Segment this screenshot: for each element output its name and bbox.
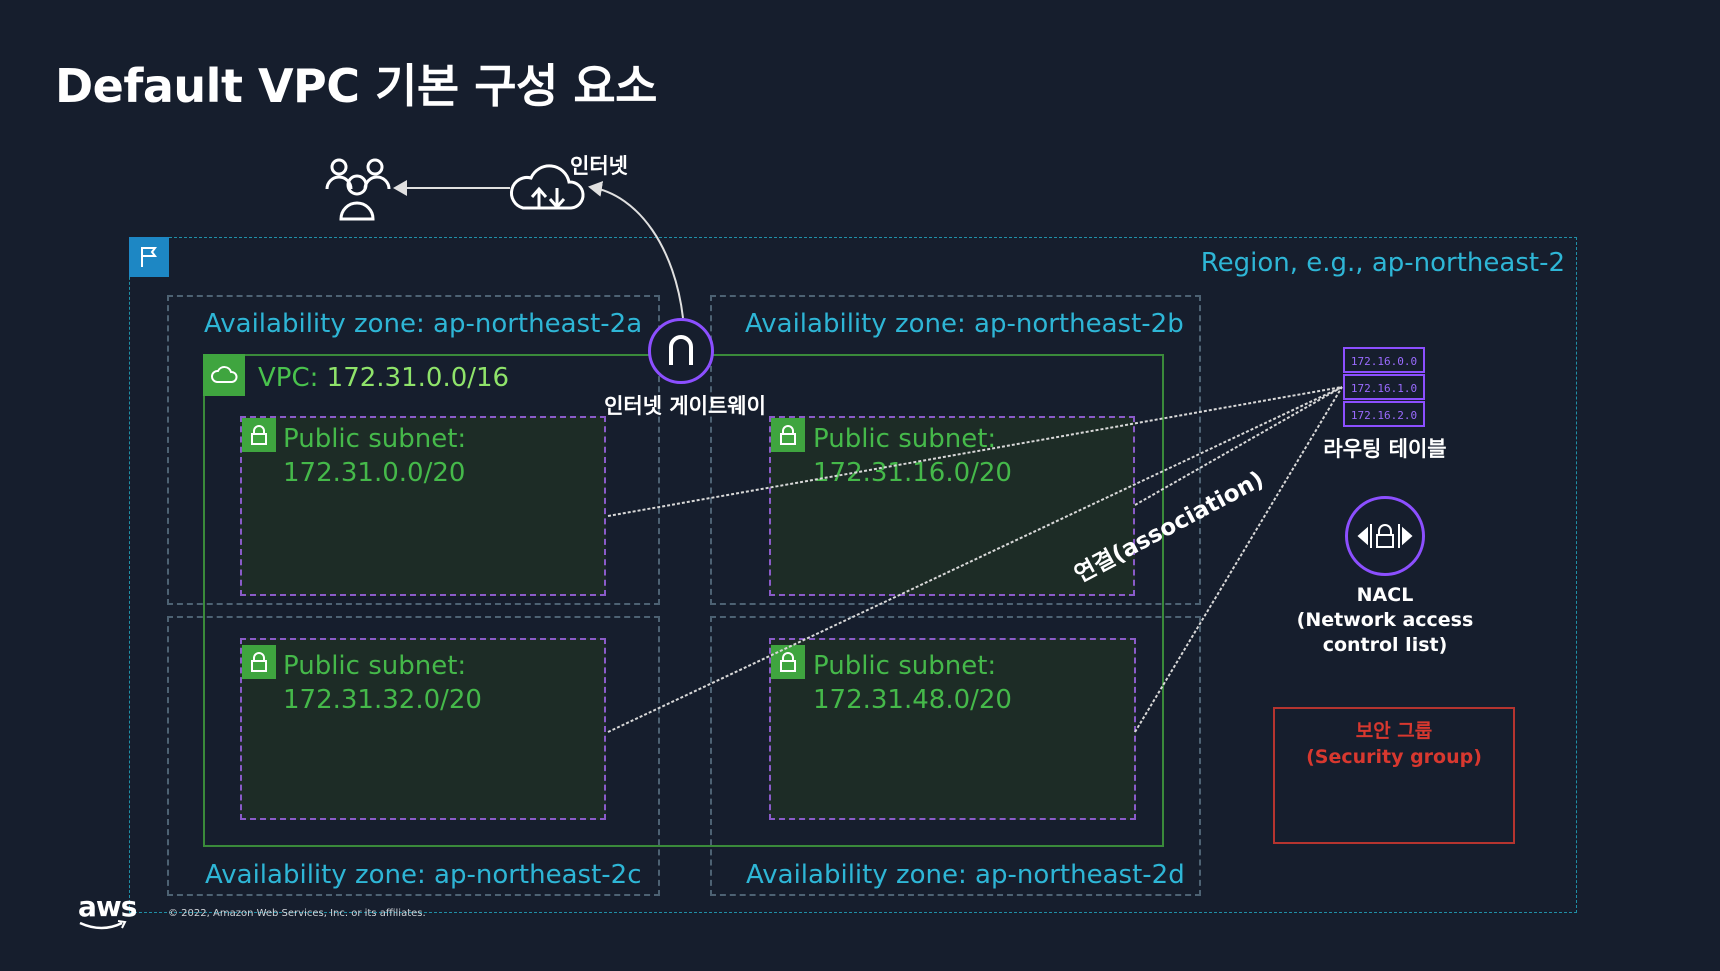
az-label-2a: Availability zone: ap-northeast-2a	[204, 309, 643, 339]
route-entry: 172.16.0.0	[1351, 355, 1417, 368]
region-flag-icon	[129, 237, 169, 277]
public-subnet-2	[769, 416, 1135, 596]
igw-to-internet-arrow	[588, 181, 684, 319]
internet-gateway-label: 인터넷 게이트웨이	[604, 394, 766, 418]
internet-gateway-icon	[648, 318, 714, 384]
subnet-lock-icon	[242, 645, 276, 679]
subnet-3-label: Public subnet: 172.31.32.0/20	[283, 649, 482, 717]
aws-smile-icon	[79, 920, 127, 930]
az-label-2b: Availability zone: ap-northeast-2b	[745, 309, 1184, 339]
subnet-cidr: 172.31.32.0/20	[283, 685, 482, 715]
subnet-4-label: Public subnet: 172.31.48.0/20	[813, 649, 1012, 717]
nacl-desc-2: control list)	[1322, 634, 1448, 656]
users-icon	[323, 155, 393, 229]
subnet-lock-icon	[771, 418, 805, 452]
public-subnet-4	[769, 638, 1136, 820]
subnet-cidr: 172.31.48.0/20	[813, 685, 1012, 715]
route-table-icon: 172.16.0.0 172.16.1.0 172.16.2.0	[1343, 347, 1425, 427]
az-2b-box	[710, 295, 1201, 605]
route-entry: 172.16.2.0	[1351, 409, 1417, 422]
subnet-1-label: Public subnet: 172.31.0.0/20	[283, 422, 466, 490]
public-subnet-3	[240, 638, 606, 820]
az-2d-box	[710, 616, 1201, 896]
page-title: Default VPC 기본 구성 요소	[55, 59, 658, 113]
nacl-title: NACL	[1356, 584, 1414, 606]
nacl-desc-1: (Network access	[1296, 609, 1474, 631]
vpc-label-key: VPC:	[258, 363, 319, 393]
security-group-title: 보안 그룹	[1355, 720, 1433, 742]
subnet-type: Public subnet:	[813, 651, 997, 681]
nacl-label: NACL (Network access control list)	[1290, 583, 1480, 658]
subnet-lock-icon	[242, 418, 276, 452]
internet-cloud-icon	[507, 158, 589, 222]
copyright-text: © 2022, Amazon Web Services, Inc. or its…	[168, 908, 426, 919]
association-line	[607, 386, 1343, 517]
vpc-cidr: 172.31.0.0/16	[326, 363, 510, 393]
az-label-2d: Availability zone: ap-northeast-2d	[746, 860, 1185, 890]
public-subnet-1	[240, 416, 606, 596]
az-2a-box	[167, 295, 660, 605]
security-group-subtitle: (Security group)	[1306, 746, 1482, 768]
vpc-label: VPC: 172.31.0.0/16	[258, 363, 509, 393]
subnet-type: Public subnet:	[283, 651, 467, 681]
aws-logo-text: aws	[78, 890, 137, 923]
security-group-label: 보안 그룹 (Security group)	[1273, 718, 1515, 770]
association-line	[1134, 386, 1343, 733]
route-table-label: 라우팅 테이블	[1323, 437, 1447, 461]
region-label: Region, e.g., ap-northeast-2	[1200, 248, 1565, 278]
subnet-2-label: Public subnet: 172.31.16.0/20	[813, 422, 1012, 490]
internet-label: 인터넷	[570, 154, 628, 178]
region-boundary	[129, 237, 1577, 913]
vpc-cloud-icon	[203, 354, 245, 396]
az-label-2c: Availability zone: ap-northeast-2c	[205, 860, 642, 890]
aws-logo: aws	[78, 890, 137, 930]
subnet-type: Public subnet:	[283, 424, 467, 454]
subnet-cidr: 172.31.0.0/20	[283, 458, 466, 488]
az-2c-box	[167, 616, 660, 896]
association-line	[607, 386, 1343, 733]
security-group-box	[1273, 707, 1515, 844]
nacl-icon	[1345, 496, 1425, 576]
route-entry: 172.16.1.0	[1351, 382, 1417, 395]
subnet-type: Public subnet:	[813, 424, 997, 454]
subnet-cidr: 172.31.16.0/20	[813, 458, 1012, 488]
subnet-lock-icon	[771, 645, 805, 679]
